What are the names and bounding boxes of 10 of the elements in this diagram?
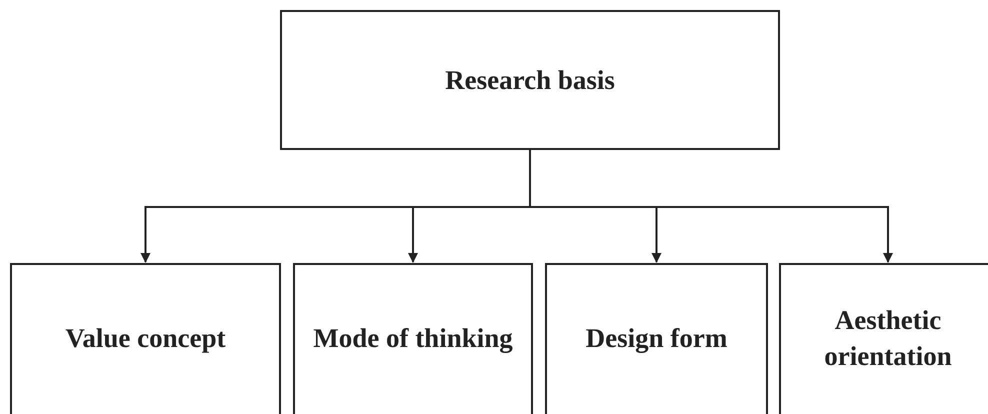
process-box (10, 263, 281, 414)
process-box (545, 263, 768, 414)
box-label: Mode of thinking (313, 322, 513, 355)
process-box (280, 10, 780, 150)
box-label: Research basis (445, 64, 615, 97)
box-label: Value concept (65, 322, 226, 355)
process-box (293, 263, 533, 414)
box-label: Design form (586, 322, 728, 355)
box-label: Aesthetic orientation (823, 304, 953, 373)
process-box (779, 263, 988, 414)
